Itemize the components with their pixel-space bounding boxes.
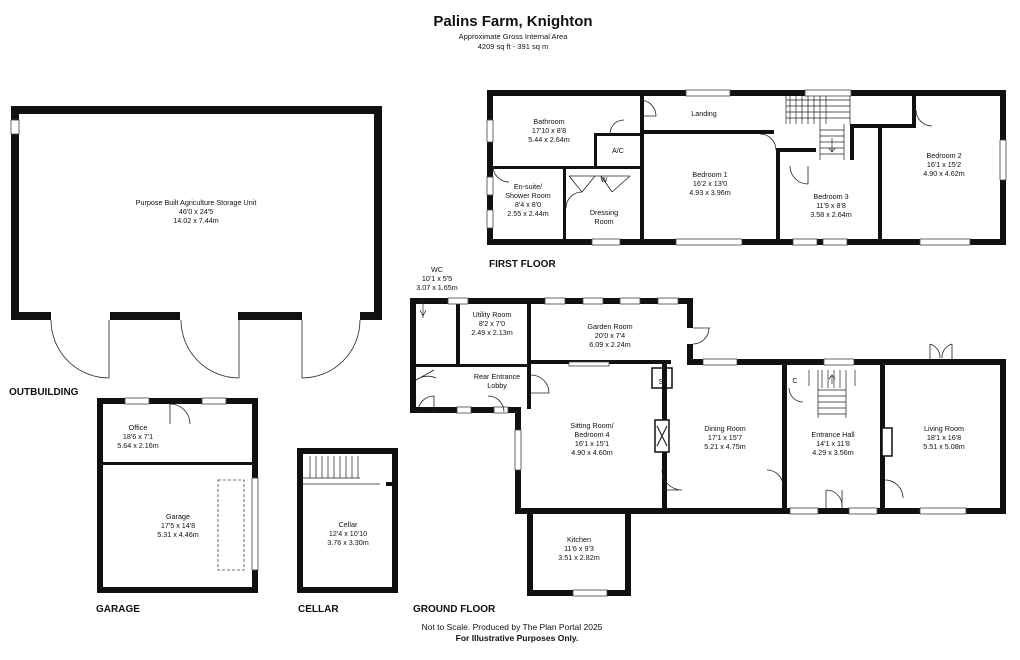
lobby-line1: Rear Entrance (474, 372, 520, 381)
cellar-metric: 3.76 x 3.30m (327, 538, 369, 547)
ensuite-imperial: 8'4 x 8'0 (515, 200, 541, 209)
kitchen-imperial: 11'6 x 9'3 (564, 544, 594, 553)
wardrobe-label: W (601, 175, 608, 184)
wc-imperial: 10'1 x 5'5 (422, 274, 452, 283)
bedroom1-name: Bedroom 1 (692, 170, 727, 179)
utility-metric: 2.49 x 2.13m (471, 328, 513, 337)
entrance-hall-name: Entrance Hall (811, 430, 855, 439)
dining-imperial: 17'1 x 15'7 (708, 433, 742, 442)
area-value: 4209 sq ft - 391 sq m (478, 42, 548, 51)
plan-title: Palins Farm, Knighton (433, 13, 592, 30)
cupboard-label: C (792, 376, 797, 385)
utility-name: Utility Room (473, 310, 512, 319)
ensuite-line2: Shower Room (505, 191, 551, 200)
sitting-line1: Sitting Room/ (570, 421, 613, 430)
bedroom3-imperial: 11'9 x 8'8 (816, 201, 846, 210)
landing-label: Landing (691, 109, 717, 118)
section-garage: GARAGE (96, 604, 140, 615)
bathroom-metric: 5.44 x 2.64m (528, 135, 570, 144)
sitting-metric: 4.90 x 4.60m (571, 448, 613, 457)
first-floor-plan (486, 89, 1007, 246)
ensuite-metric: 2.55 x 2.44m (507, 209, 549, 218)
garden-room-name: Garden Room (587, 322, 632, 331)
bedroom2-imperial: 16'1 x 15'2 (927, 160, 961, 169)
section-cellar: CELLAR (298, 604, 339, 615)
storage-unit-imperial: 46'0 x 24'5 (179, 207, 213, 216)
dressing-line2: Room (594, 217, 613, 226)
section-ground-floor: GROUND FLOOR (413, 604, 496, 615)
storage-unit-name: Purpose Built Agriculture Storage Unit (136, 198, 257, 207)
garden-room-metric: 6.09 x 2.24m (589, 340, 631, 349)
ensuite-line1: En-suite/ (514, 182, 542, 191)
cellar-plan (297, 448, 398, 593)
living-name: Living Room (924, 424, 964, 433)
kitchen-name: Kitchen (567, 535, 591, 544)
bedroom3-metric: 3.58 x 2.64m (810, 210, 852, 219)
bedroom2-metric: 4.90 x 4.62m (923, 169, 965, 178)
wc-name: WC (431, 265, 443, 274)
ground-floor-plan (410, 297, 1006, 597)
footer-disclaimer: Not to Scale. Produced by The Plan Porta… (422, 622, 603, 632)
lobby-line2: Lobby (487, 381, 507, 390)
section-outbuilding: OUTBUILDING (9, 387, 79, 398)
bathroom-imperial: 17'10 x 8'8 (532, 126, 566, 135)
area-label: Approximate Gross Internal Area (459, 32, 569, 41)
garage-plan (97, 397, 259, 593)
garden-room-imperial: 20'0 x 7'4 (595, 331, 625, 340)
garage-imperial: 17'5 x 14'8 (161, 521, 195, 530)
sitting-imperial: 16'1 x 15'1 (575, 439, 609, 448)
ac-label: A/C (612, 146, 624, 155)
office-name: Office (129, 423, 148, 432)
sitting-line2: Bedroom 4 (574, 430, 609, 439)
bedroom2-name: Bedroom 2 (926, 151, 961, 160)
living-imperial: 18'1 x 16'8 (927, 433, 961, 442)
dressing-line1: Dressing (590, 208, 618, 217)
utility-imperial: 8'2 x 7'0 (479, 319, 505, 328)
footer-illustrative: For Illustrative Purposes Only. (456, 633, 579, 643)
entrance-hall-metric: 4.29 x 3.56m (812, 448, 854, 457)
office-imperial: 18'6 x 7'1 (123, 432, 153, 441)
living-metric: 5.51 x 5.08m (923, 442, 965, 451)
dining-metric: 5.21 x 4.75m (704, 442, 746, 451)
outbuilding-plan (10, 106, 382, 379)
cellar-imperial: 12'4 x 10'10 (329, 529, 367, 538)
wc-metric: 3.07 x 1.65m (416, 283, 458, 292)
bathroom-name: Bathroom (533, 117, 564, 126)
office-metric: 5.64 x 2.16m (117, 441, 159, 450)
cellar-name: Cellar (339, 520, 358, 529)
storage-unit-metric: 14.02 x 7.44m (173, 216, 219, 225)
entrance-hall-imperial: 14'1 x 11'8 (816, 439, 850, 448)
store-label: St (659, 377, 666, 386)
bedroom1-metric: 4.93 x 3.96m (689, 188, 731, 197)
bedroom1-imperial: 16'2 x 13'0 (693, 179, 727, 188)
garage-metric: 5.31 x 4.46m (157, 530, 199, 539)
kitchen-metric: 3.51 x 2.82m (558, 553, 600, 562)
dining-name: Dining Room (704, 424, 746, 433)
bedroom3-name: Bedroom 3 (813, 192, 848, 201)
section-first-floor: FIRST FLOOR (489, 259, 556, 270)
garage-name: Garage (166, 512, 190, 521)
